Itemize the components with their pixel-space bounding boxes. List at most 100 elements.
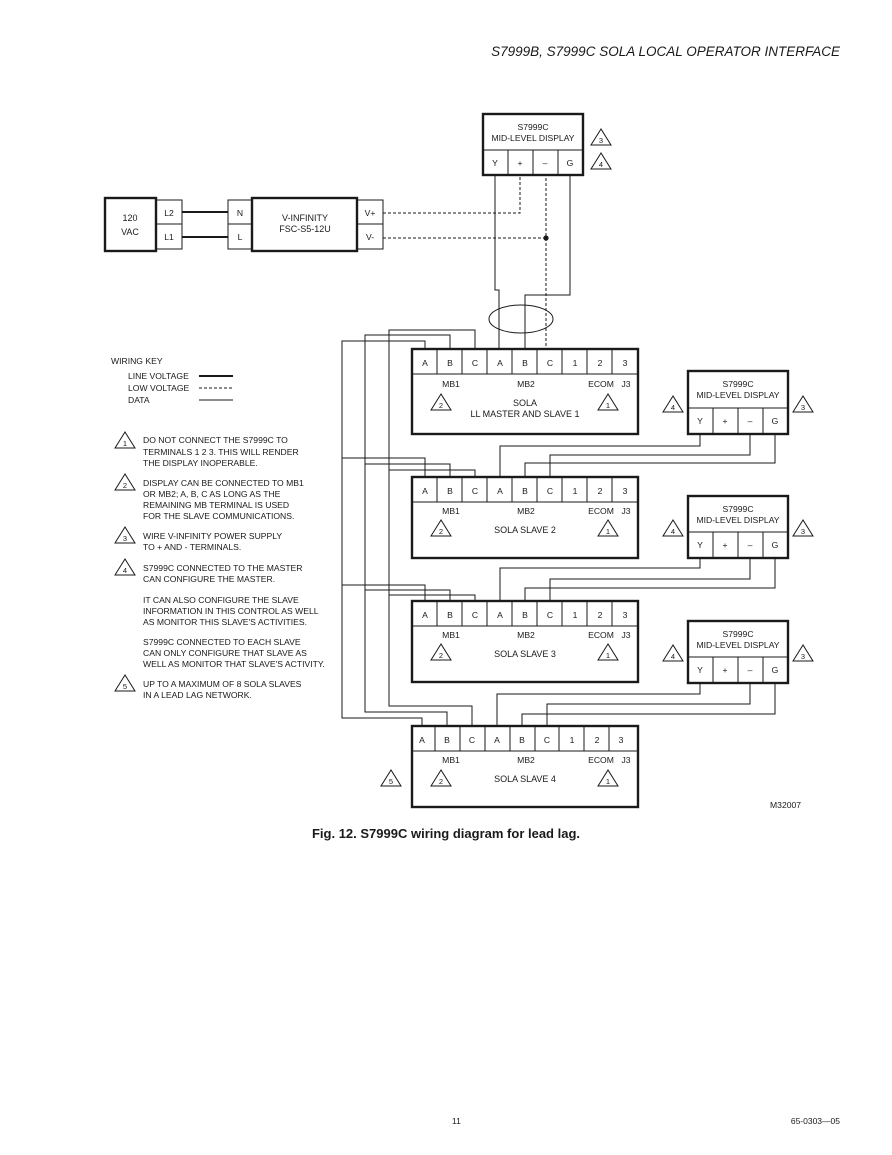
- svg-text:IT CAN ALSO CONFIGURE THE SLAV: IT CAN ALSO CONFIGURE THE SLAVE: [143, 595, 299, 605]
- svg-text:J3: J3: [621, 379, 630, 389]
- page-number: 11: [452, 1116, 461, 1126]
- svg-text:1: 1: [606, 651, 610, 660]
- svg-text:V-: V-: [366, 232, 374, 242]
- svg-text:SOLA: SOLA: [513, 398, 537, 408]
- svg-text:DO NOT CONNECT THE S7999C TO: DO NOT CONNECT THE S7999C TO: [143, 435, 288, 445]
- svg-text:B: B: [522, 358, 528, 368]
- svg-text:A: A: [422, 486, 428, 496]
- svg-text:A: A: [494, 735, 500, 745]
- svg-text:C: C: [547, 486, 553, 496]
- svg-text:TO + AND - TERMINALS.: TO + AND - TERMINALS.: [143, 542, 241, 552]
- svg-text:FOR THE SLAVE COMMUNICATIONS.: FOR THE SLAVE COMMUNICATIONS.: [143, 511, 294, 521]
- top-display-terminal-y: Y: [492, 158, 498, 168]
- svg-text:A: A: [497, 486, 503, 496]
- top-display-title-1: S7999C: [517, 122, 548, 132]
- svg-text:MB2: MB2: [517, 379, 535, 389]
- controller-slave-4: A B C A B C 1 2 3 MB1 MB2 ECOM J3 SOLA S…: [410, 724, 640, 809]
- svg-text:MB2: MB2: [517, 506, 535, 516]
- top-display-terminal-g: G: [567, 158, 574, 168]
- svg-text:MB1: MB1: [442, 379, 460, 389]
- svg-text:DISPLAY CAN BE CONNECTED TO MB: DISPLAY CAN BE CONNECTED TO MB1: [143, 478, 304, 488]
- svg-text:3: 3: [623, 358, 628, 368]
- top-display-marker-3: 3: [590, 128, 612, 146]
- svg-text:A: A: [422, 358, 428, 368]
- svg-text:OR MB2; A, B, C AS LONG AS THE: OR MB2; A, B, C AS LONG AS THE: [143, 489, 281, 499]
- svg-text:MID-LEVEL DISPLAY: MID-LEVEL DISPLAY: [696, 640, 779, 650]
- svg-text:–: –: [748, 416, 753, 426]
- svg-text:–: –: [748, 540, 753, 550]
- top-display-terminal-minus: –: [543, 158, 548, 168]
- controller-master: A B C A B C 1 2 3 MB1 MB2 ECOM J3 SOLA L…: [410, 347, 640, 436]
- top-display: S7999C MID-LEVEL DISPLAY Y + – G: [481, 112, 585, 177]
- low-voltage-wires: [383, 175, 547, 349]
- svg-text:C: C: [469, 735, 475, 745]
- svg-text:MID-LEVEL DISPLAY: MID-LEVEL DISPLAY: [696, 515, 779, 525]
- supply-terminals-v: V+ V-: [356, 199, 384, 250]
- svg-text:B: B: [447, 610, 453, 620]
- svg-text:LINE VOLTAGE: LINE VOLTAGE: [128, 371, 189, 381]
- note-1: 1 DO NOT CONNECT THE S7999C TO TERMINALS…: [114, 431, 299, 468]
- svg-text:ECOM: ECOM: [588, 506, 614, 516]
- svg-text:+: +: [722, 540, 727, 550]
- note-2: 2 DISPLAY CAN BE CONNECTED TO MB1 OR MB2…: [114, 473, 304, 521]
- svg-text:S7999C: S7999C: [722, 629, 753, 639]
- note-4: 4 S7999C CONNECTED TO THE MASTER CAN CON…: [114, 558, 325, 669]
- svg-text:N: N: [237, 208, 243, 218]
- svg-text:J3: J3: [621, 755, 630, 765]
- svg-text:A: A: [497, 358, 503, 368]
- svg-text:3: 3: [801, 403, 805, 412]
- display-slave-1: S7999C MID-LEVEL DISPLAY Y + – G 4 3: [662, 369, 814, 436]
- svg-text:AS MONITOR THIS SLAVE'S ACTIVI: AS MONITOR THIS SLAVE'S ACTIVITIES.: [143, 617, 307, 627]
- svg-text:3: 3: [801, 652, 805, 661]
- svg-text:3: 3: [599, 136, 603, 145]
- svg-text:Y: Y: [697, 665, 703, 675]
- svg-text:J3: J3: [621, 630, 630, 640]
- svg-text:2: 2: [123, 481, 127, 490]
- svg-text:L: L: [238, 232, 243, 242]
- svg-text:L1: L1: [164, 232, 174, 242]
- svg-text:5: 5: [389, 777, 393, 786]
- svg-text:B: B: [444, 735, 450, 745]
- svg-text:V-INFINITY: V-INFINITY: [282, 213, 328, 223]
- cable-bundle-ellipse: [488, 304, 554, 334]
- svg-text:C: C: [547, 610, 553, 620]
- svg-text:1: 1: [606, 401, 610, 410]
- display-slave-3: S7999C MID-LEVEL DISPLAY Y + – G 4 3: [662, 619, 814, 685]
- svg-text:C: C: [472, 610, 478, 620]
- svg-text:4: 4: [599, 160, 603, 169]
- svg-text:2: 2: [598, 486, 603, 496]
- svg-text:WIRING KEY: WIRING KEY: [111, 356, 163, 366]
- svg-text:LOW VOLTAGE: LOW VOLTAGE: [128, 383, 190, 393]
- svg-text:2: 2: [598, 358, 603, 368]
- mb1-daisy-chain: [341, 329, 476, 726]
- svg-text:L2: L2: [164, 208, 174, 218]
- svg-text:MID-LEVEL DISPLAY: MID-LEVEL DISPLAY: [696, 390, 779, 400]
- svg-text:3: 3: [623, 486, 628, 496]
- svg-text:MB2: MB2: [517, 630, 535, 640]
- svg-text:J3: J3: [621, 506, 630, 516]
- svg-text:C: C: [472, 486, 478, 496]
- svg-text:4: 4: [123, 566, 127, 575]
- svg-text:B: B: [522, 486, 528, 496]
- svg-text:LL MASTER AND SLAVE 1: LL MASTER AND SLAVE 1: [470, 409, 579, 419]
- svg-text:DATA: DATA: [128, 395, 150, 405]
- svg-text:THE DISPLAY INOPERABLE.: THE DISPLAY INOPERABLE.: [143, 458, 258, 468]
- controller-slave-2: A B C A B C 1 2 3 MB1 MB2 ECOM J3 SOLA S…: [410, 475, 640, 560]
- note-3: 3 WIRE V-INFINITY POWER SUPPLY TO + AND …: [114, 526, 282, 552]
- svg-text:MB1: MB1: [442, 630, 460, 640]
- svg-text:S7999C CONNECTED TO EACH SLAVE: S7999C CONNECTED TO EACH SLAVE: [143, 637, 301, 647]
- svg-text:S7999C CONNECTED TO THE MASTER: S7999C CONNECTED TO THE MASTER: [143, 563, 303, 573]
- svg-text:MB1: MB1: [442, 506, 460, 516]
- svg-text:1: 1: [606, 777, 610, 786]
- svg-text:V+: V+: [365, 208, 376, 218]
- svg-text:WELL AS MONITOR THAT SLAVE'S A: WELL AS MONITOR THAT SLAVE'S ACTIVITY.: [143, 659, 325, 669]
- svg-text:2: 2: [439, 527, 443, 536]
- source-terminals: L2 L1: [155, 199, 183, 250]
- svg-text:ECOM: ECOM: [588, 630, 614, 640]
- svg-text:1: 1: [573, 610, 578, 620]
- svg-text:G: G: [772, 665, 779, 675]
- page-header: S7999B, S7999C SOLA LOCAL OPERATOR INTER…: [491, 44, 840, 59]
- svg-text:1: 1: [573, 358, 578, 368]
- svg-text:+: +: [722, 416, 727, 426]
